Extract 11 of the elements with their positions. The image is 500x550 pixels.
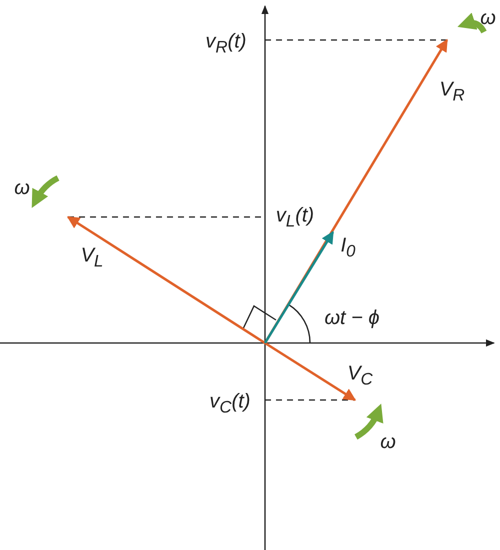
projection-label: v$_{C}$(t)	[210, 392, 250, 416]
phasor-label: V$_{R}$	[439, 80, 465, 104]
omega-label: ω	[380, 432, 396, 452]
phasor-label: V$_{C}$	[347, 364, 373, 388]
phasor-label: V$_{L}$	[80, 246, 104, 270]
omega-label: ω	[14, 178, 30, 198]
projection-label: v$_{R}$(t)	[206, 32, 246, 56]
phasor-label: I$_{0}$	[340, 236, 356, 260]
omega-label: ω	[480, 8, 496, 28]
angle-label: ωt − ϕ	[324, 308, 380, 328]
projection-label: v$_{L}$(t)	[276, 206, 314, 230]
